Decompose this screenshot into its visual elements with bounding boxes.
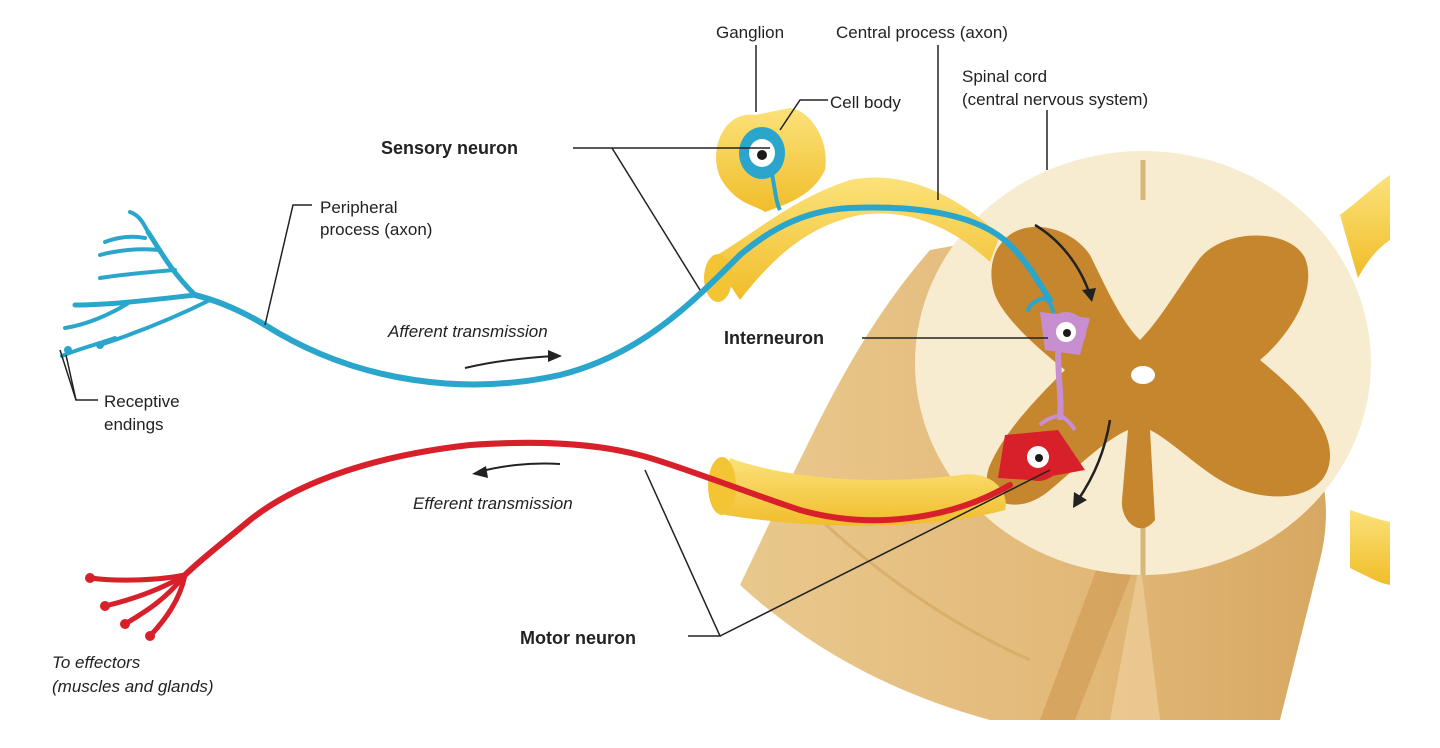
receptive-endings-label-line1: Receptive <box>104 392 180 411</box>
cell-body-label: Cell body <box>830 93 901 112</box>
efferent-arrow <box>477 462 561 473</box>
motor-neuron <box>85 430 1085 641</box>
leader-lines <box>59 45 1051 637</box>
right-nerve-roots <box>1340 175 1390 585</box>
motor-neuron-label: Motor neuron <box>520 628 636 648</box>
central-process-label: Central process (axon) <box>836 23 1008 42</box>
to-effectors-label-line1: To effectors <box>52 653 141 672</box>
peripheral-process-label-line2: process (axon) <box>320 220 433 239</box>
afferent-transmission-label: Afferent transmission <box>388 322 548 341</box>
to-effectors-label-line2: (muscles and glands) <box>52 677 214 696</box>
peripheral-process-label-line1: Peripheral <box>320 198 398 217</box>
interneuron-label: Interneuron <box>724 328 825 348</box>
spinal-cord-label-line1: Spinal cord <box>962 67 1048 86</box>
spinal-cord-label-line2: (central nervous system) <box>962 90 1149 109</box>
receptive-endings-label-line2: endings <box>104 415 164 434</box>
sensory-neuron-label: Sensory neuron <box>381 138 519 158</box>
afferent-arrow <box>464 355 556 369</box>
efferent-transmission-label: Efferent transmission <box>413 494 573 513</box>
central-canal <box>1131 366 1155 384</box>
cord-arrow-lower <box>1076 419 1112 501</box>
transmission-arrows <box>464 223 1112 508</box>
ganglion-label: Ganglion <box>716 23 785 42</box>
sensory-neuron <box>60 127 1055 388</box>
cord-arrow-upper <box>1034 223 1092 296</box>
interneuron-cell <box>1038 312 1090 432</box>
